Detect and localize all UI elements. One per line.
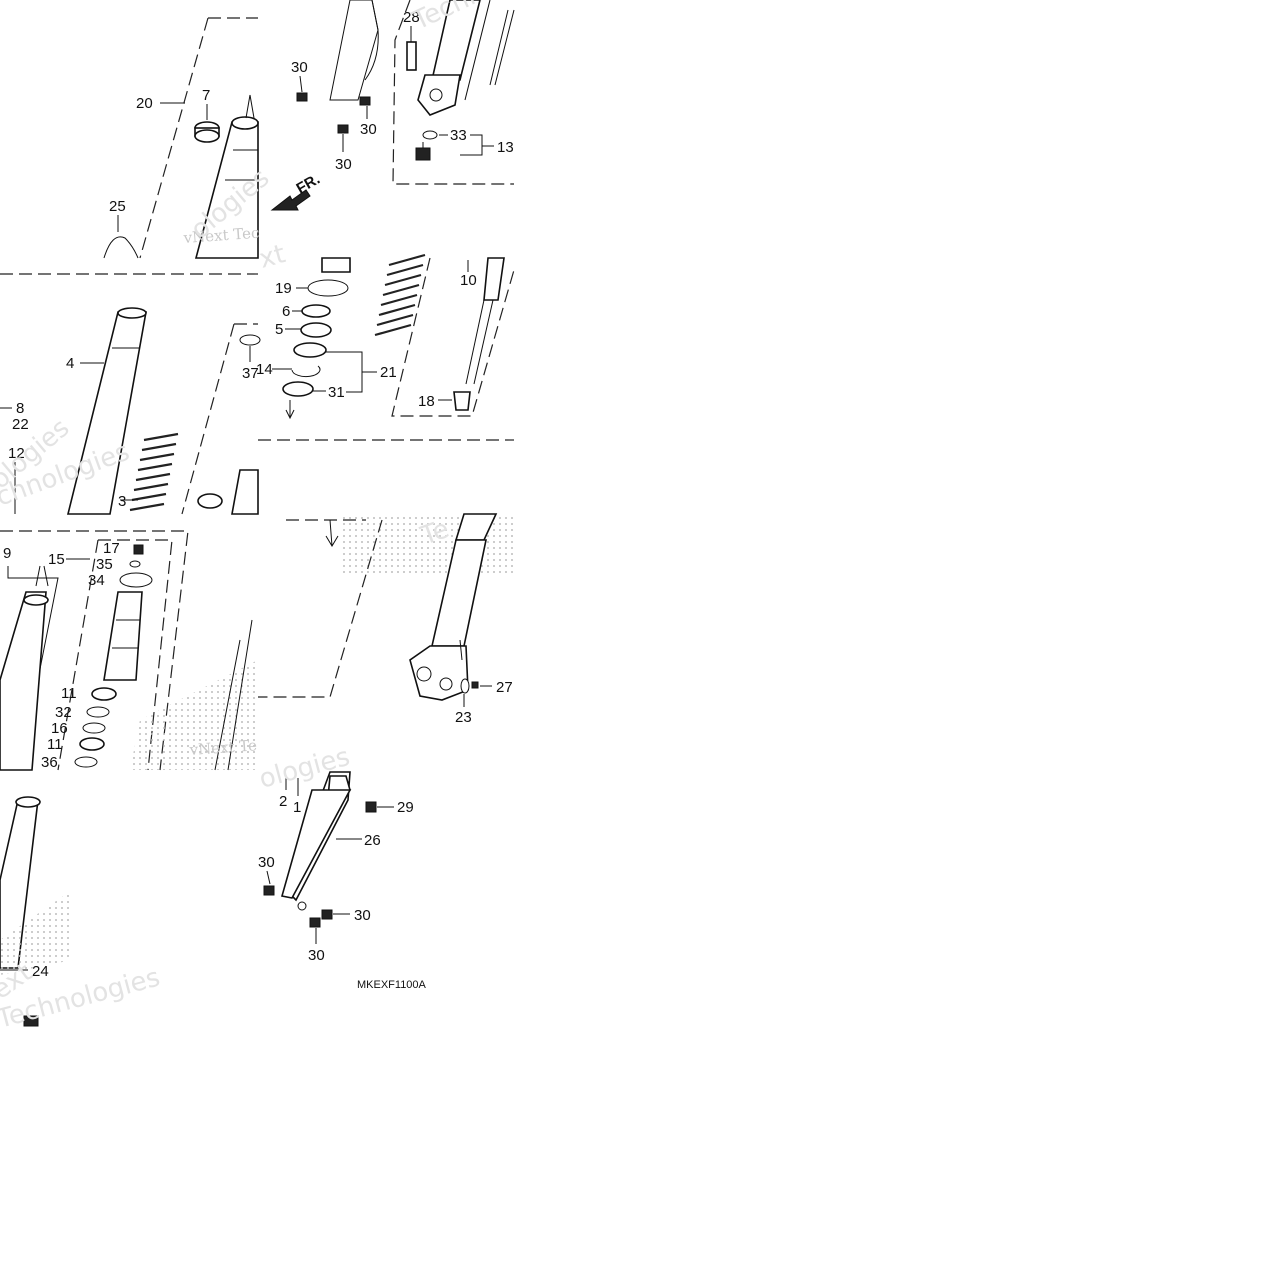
callout-16: 16 bbox=[51, 720, 68, 737]
callout-30-d: 30 bbox=[258, 854, 275, 871]
callout-30-a: 30 bbox=[291, 59, 308, 76]
callout-34: 34 bbox=[88, 572, 105, 589]
callout-22: 22 bbox=[12, 416, 29, 433]
callout-15: 15 bbox=[48, 551, 65, 568]
callout-18: 18 bbox=[418, 393, 435, 410]
tile-lower-middle: 27 23 Te bbox=[258, 513, 514, 726]
callout-19: 19 bbox=[275, 280, 292, 297]
callout-5: 5 bbox=[275, 321, 283, 338]
callout-6: 6 bbox=[282, 303, 290, 320]
front-marker: FR. bbox=[294, 171, 323, 198]
callout-30-e: 30 bbox=[354, 907, 371, 924]
callout-11-a: 11 bbox=[61, 685, 77, 702]
callout-31: 31 bbox=[328, 384, 345, 401]
callout-13: 13 bbox=[497, 139, 514, 156]
callout-23: 23 bbox=[455, 709, 472, 726]
callout-36: 36 bbox=[41, 754, 58, 771]
callout-25: 25 bbox=[109, 198, 126, 215]
callout-2: 2 bbox=[279, 793, 287, 810]
callout-29: 29 bbox=[397, 799, 414, 816]
tile-lower-left: 9 15 17 35 34 11 32 16 11 36 vNext Te bbox=[0, 530, 258, 771]
callout-26: 26 bbox=[364, 832, 381, 849]
callout-17: 17 bbox=[103, 540, 120, 557]
watermark-1: vNext Tec bbox=[182, 224, 260, 247]
callout-8: 8 bbox=[16, 400, 24, 417]
callout-37: 37 bbox=[242, 365, 259, 382]
callout-28: 28 bbox=[403, 9, 420, 26]
callout-7: 7 bbox=[202, 87, 210, 104]
callout-9: 9 bbox=[3, 545, 11, 562]
tile-bottom-middle: 2 1 29 26 30 30 30 MKEXF1100A ologies bbox=[256, 742, 427, 991]
callout-3: 3 bbox=[118, 493, 126, 510]
callout-24: 24 bbox=[32, 963, 49, 980]
callout-11-b: 11 bbox=[47, 736, 63, 753]
callout-30-b: 30 bbox=[360, 121, 377, 138]
callout-33: 33 bbox=[450, 127, 467, 144]
callout-10: 10 bbox=[460, 272, 477, 289]
tile-top-middle: 30 30 30 28 33 13 FR. Techno bbox=[270, 0, 515, 211]
callout-1: 1 bbox=[293, 799, 301, 816]
callout-27: 27 bbox=[496, 679, 513, 696]
watermark-5: xt bbox=[256, 239, 288, 275]
callout-30-c: 30 bbox=[335, 156, 352, 173]
tile-middle-middle: 19 6 5 21 14 31 10 18 xt bbox=[256, 239, 515, 441]
tile-top-left: 20 7 25 vNext Tec ologies bbox=[103, 17, 275, 259]
tile-middle-left: 4 8 22 12 3 37 chnologies ologies bbox=[0, 273, 261, 515]
callout-30-f: 30 bbox=[308, 947, 325, 964]
callout-4: 4 bbox=[66, 355, 74, 372]
watermark-6: vNext Te bbox=[188, 736, 258, 759]
tile-bottom-left: 24 ext Technologies bbox=[0, 796, 163, 1035]
callout-32: 32 bbox=[55, 704, 72, 721]
callout-21: 21 bbox=[380, 364, 397, 381]
callout-12: 12 bbox=[8, 445, 25, 462]
callout-14: 14 bbox=[256, 361, 273, 378]
callout-35: 35 bbox=[96, 556, 113, 573]
callout-20: 20 bbox=[136, 95, 153, 112]
drawing-code: MKEXF1100A bbox=[357, 979, 427, 991]
